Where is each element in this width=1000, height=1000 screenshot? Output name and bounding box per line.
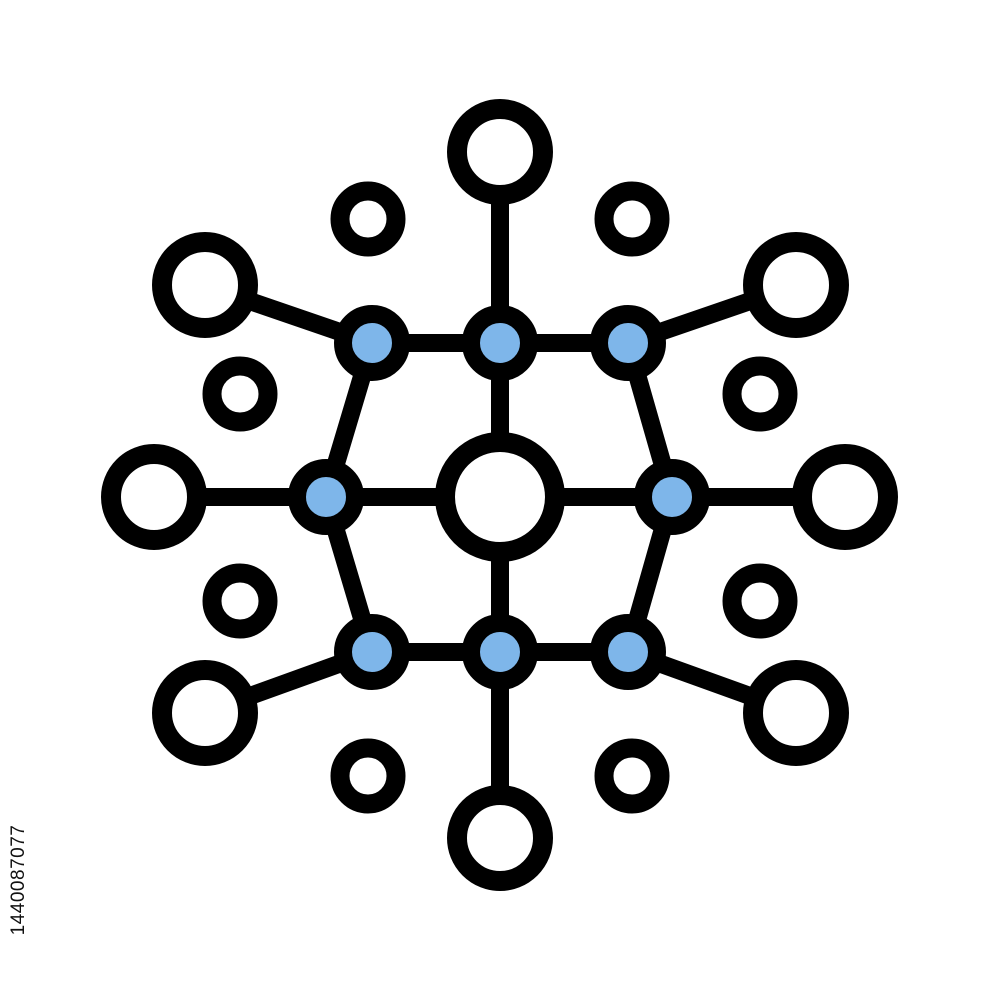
outer-node-top	[447, 99, 553, 205]
outer-node-bottom-left	[152, 660, 258, 766]
outer-node-left	[101, 444, 207, 550]
outer-node-bottom	[447, 785, 553, 891]
outer-node-top-right	[743, 232, 849, 338]
outer-nodes	[101, 99, 898, 891]
stock-id-label: 1440087077	[8, 824, 29, 936]
outer-node-top-left	[152, 232, 258, 338]
outer-node-bottom-right	[743, 660, 849, 766]
small-satellite-nodes	[202, 181, 798, 814]
outer-node-right	[792, 444, 898, 550]
center-hub-node	[435, 432, 565, 562]
inner-accent-nodes	[288, 305, 710, 690]
